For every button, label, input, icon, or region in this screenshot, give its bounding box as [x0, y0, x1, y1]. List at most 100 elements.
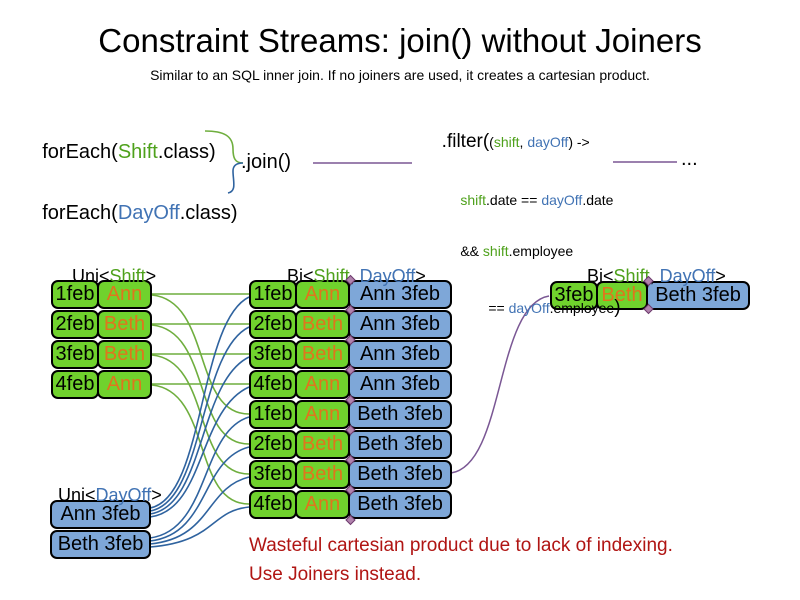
shift-date-cell: 4feb — [249, 370, 297, 399]
label-text: > — [715, 266, 726, 286]
filter-line-1: .filter((shift, dayOff) -> — [415, 113, 621, 171]
page-title: Constraint Streams: join() without Joine… — [98, 22, 702, 59]
joined-row: 2feb Beth Beth 3feb — [249, 430, 452, 459]
dayoff-row: Ann 3feb — [50, 500, 151, 529]
label-text: > — [151, 485, 162, 505]
shift-date-cell: 2feb — [51, 310, 99, 339]
label-text: , — [349, 266, 360, 286]
label-shift: Shift — [313, 266, 350, 286]
label-text: , — [649, 266, 660, 286]
shift-date-cell: 3feb — [249, 340, 297, 369]
label-dayoff: DayOff — [659, 266, 716, 286]
code-text: .class) — [179, 202, 238, 224]
label-uni-dayoff: Uni<DayOff> — [38, 464, 162, 527]
code-text: ) — [614, 297, 621, 318]
green-shift-wires — [151, 293, 250, 505]
shift-employee-cell: Ann — [295, 370, 350, 399]
dayoff-cell: Beth 3feb — [348, 460, 452, 489]
shift-row: 2feb Beth — [51, 310, 152, 339]
dayoff-cell: Ann 3feb — [348, 280, 452, 309]
dayoff-cell: Ann 3feb — [348, 370, 452, 399]
shift-employee-cell: Beth — [97, 310, 152, 339]
code-text: ( — [489, 134, 494, 150]
filter-line-4: == dayOff.employee) — [465, 281, 621, 335]
code-text: .employee — [508, 243, 574, 259]
code-foreach-dayoff: forEach(DayOff.class) — [20, 179, 238, 248]
shift-employee-cell: Beth — [295, 310, 350, 339]
code-text: forEach( — [42, 141, 118, 163]
code-text: ) -> — [568, 134, 590, 150]
code-shift-class: Shift — [117, 141, 158, 163]
code-dayoff-class: DayOff — [117, 202, 180, 224]
shift-employee-cell: Ann — [295, 280, 350, 309]
code-text: && — [460, 243, 483, 259]
dayoff-cell: Ann 3feb — [348, 310, 452, 339]
code-text: .date == — [486, 192, 542, 208]
warning-text: Wasteful cartesian product due to lack o… — [249, 531, 673, 589]
joined-row: 3feb Beth Ann 3feb — [249, 340, 452, 369]
label-text: Bi< — [287, 266, 314, 286]
shift-employee-cell: Ann — [97, 280, 152, 309]
shift-date-cell: 3feb — [51, 340, 99, 369]
label-text: > — [145, 266, 157, 286]
label-text: > — [415, 266, 426, 286]
green-brace-wire — [204, 130, 244, 164]
code-join: .join() — [241, 151, 292, 173]
code-text: forEach( — [42, 202, 118, 224]
shift-date-cell: 4feb — [249, 490, 297, 519]
shift-date-cell: 3feb — [550, 281, 598, 310]
code-text: .date — [582, 192, 614, 208]
shift-row: 3feb Beth — [51, 340, 152, 369]
label-dayoff: DayOff — [359, 266, 416, 286]
shift-date-cell: 2feb — [249, 310, 297, 339]
shift-date-cell: 3feb — [249, 460, 297, 489]
code-foreach-shift: forEach(Shift.class) — [20, 118, 215, 187]
code-text: == — [488, 300, 509, 316]
label-text: Bi< — [587, 266, 614, 286]
code-dayoff-arg: dayOff — [527, 134, 569, 150]
result-row: 3feb Beth Beth 3feb — [550, 281, 750, 310]
label-shift: Shift — [613, 266, 650, 286]
shift-date-cell: 1feb — [249, 400, 297, 429]
code-shift-arg: shift — [460, 192, 487, 208]
dayoff-cell: Ann 3feb — [348, 340, 452, 369]
joined-row: 2feb Beth Ann 3feb — [249, 310, 452, 339]
code-filter-block: .filter((shift, dayOff) -> shift.date ==… — [415, 113, 621, 335]
dayoff-cell: Beth 3feb — [348, 430, 452, 459]
label-dayoff: DayOff — [95, 485, 152, 505]
joined-row: 4feb Ann Beth 3feb — [249, 490, 452, 519]
blue-dayoff-wires — [149, 296, 250, 548]
code-dayoff-arg: dayOff — [541, 192, 583, 208]
label-shift: Shift — [109, 266, 146, 286]
shift-employee-cell: Ann — [295, 400, 350, 429]
shift-date-cell: 2feb — [249, 430, 297, 459]
dayoff-row: Beth 3feb — [50, 530, 151, 559]
code-ellipsis: ... — [681, 148, 698, 170]
dayoff-cell: Beth 3feb — [348, 490, 452, 519]
dayoff-cell: Beth 3feb — [646, 281, 750, 310]
code-text: .employee — [549, 300, 615, 316]
code-text: , — [519, 134, 528, 150]
shift-employee-cell: Ann — [97, 370, 152, 399]
label-text: Uni< — [72, 266, 110, 286]
joined-row: 1feb Ann Ann 3feb — [249, 280, 452, 309]
shift-employee-cell: Ann — [295, 490, 350, 519]
dayoff-cell: Beth 3feb — [348, 400, 452, 429]
filter-line-2: shift.date == dayOff.date — [437, 176, 621, 224]
blue-brace-wire — [227, 162, 244, 194]
shift-date-cell: 4feb — [51, 370, 99, 399]
label-uni-shift: Uni<Shift> — [52, 245, 156, 308]
shift-employee-cell: Beth — [596, 281, 648, 310]
shift-employee-cell: Beth — [97, 340, 152, 369]
warning-line-2: Use Joiners instead. — [249, 564, 422, 585]
label-bi-right: Bi<Shift, DayOff> — [567, 245, 726, 308]
joined-row: 4feb Ann Ann 3feb — [249, 370, 452, 399]
joined-row: 1feb Ann Beth 3feb — [249, 400, 452, 429]
code-text: .filter( — [441, 131, 490, 152]
shift-employee-cell: Beth — [295, 460, 350, 489]
shift-date-cell: 1feb — [51, 280, 99, 309]
code-shift-arg: shift — [493, 134, 520, 150]
shift-row: 1feb Ann — [51, 280, 152, 309]
